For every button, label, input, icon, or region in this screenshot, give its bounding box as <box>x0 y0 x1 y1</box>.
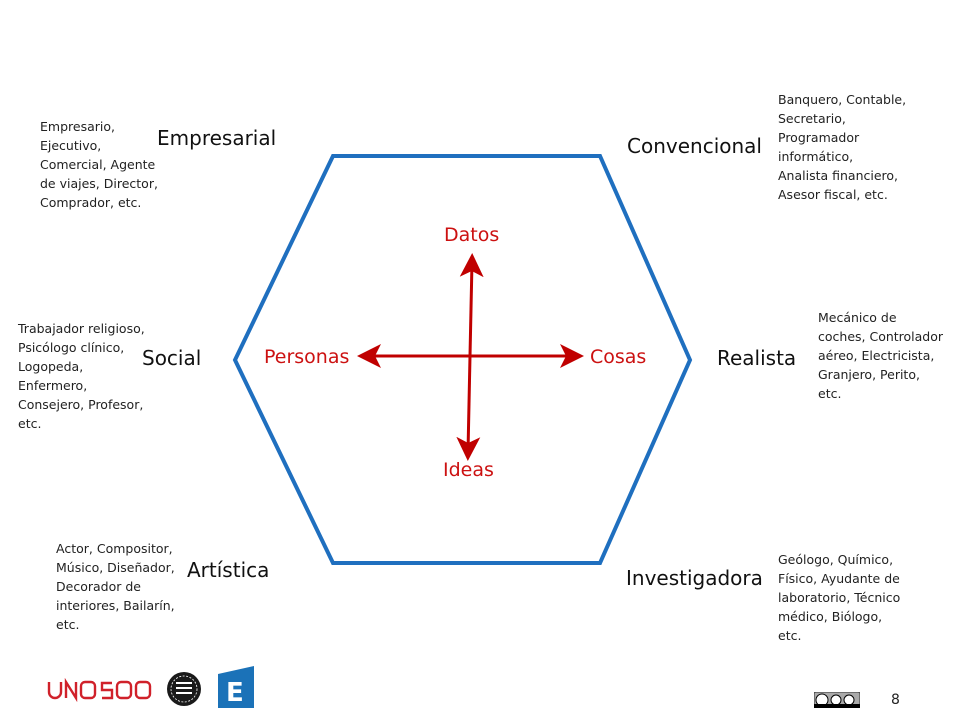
job-line: Programador <box>778 130 860 145</box>
job-line: Enfermero, <box>18 378 88 393</box>
job-line: Actor, Compositor, <box>56 541 173 556</box>
type-investigadora: Investigadora <box>626 566 763 590</box>
job-line: Logopeda, <box>18 359 84 374</box>
jobs-social: Trabajador religioso, Psicólogo clínico,… <box>18 319 145 433</box>
job-line: Comercial, Agente <box>40 157 156 172</box>
jobs-investigadora: Geólogo, Químico, Físico, Ayudante de la… <box>778 550 900 645</box>
jobs-artistica: Actor, Compositor, Músico, Diseñador, De… <box>56 539 175 634</box>
cc-license-icon <box>814 692 860 708</box>
arrow-up <box>459 253 484 357</box>
job-line: aéreo, Electricista, <box>818 348 935 363</box>
job-line: Banquero, Contable, <box>778 92 907 107</box>
job-line: Músico, Diseñador, <box>56 560 175 575</box>
job-line: Ejecutivo, <box>40 138 102 153</box>
type-social: Social <box>142 346 202 370</box>
job-line: Trabajador religioso, <box>18 321 145 336</box>
job-line: interiores, Bailarín, <box>56 598 175 613</box>
job-line: médico, Biólogo, <box>778 609 883 624</box>
job-line: Psicólogo clínico, <box>18 340 125 355</box>
job-line: Geólogo, Químico, <box>778 552 894 567</box>
job-line: informático, <box>778 149 854 164</box>
axis-cosas: Cosas <box>590 346 647 368</box>
job-line: laboratorio, Técnico <box>778 590 901 605</box>
job-line: Asesor fiscal, etc. <box>778 187 888 202</box>
arrow-down <box>456 355 481 461</box>
unosoo-logo <box>47 678 152 702</box>
job-line: Secretario, <box>778 111 846 126</box>
axis-ideas: Ideas <box>443 459 494 481</box>
job-line: Consejero, Profesor, <box>18 397 144 412</box>
page-number: 8 <box>891 692 900 708</box>
e-logo: E <box>218 666 254 708</box>
job-line: Analista financiero, <box>778 168 899 183</box>
type-empresarial: Empresarial <box>157 126 277 150</box>
jobs-realista: Mecánico de coches, Controlador aéreo, E… <box>818 308 943 403</box>
type-artistica: Artística <box>187 558 270 582</box>
jobs-empresarial: Empresario, Ejecutivo, Comercial, Agente… <box>40 117 158 212</box>
job-line: Decorador de <box>56 579 141 594</box>
job-line: etc. <box>818 386 842 401</box>
job-line: de viajes, Director, <box>40 176 158 191</box>
hexagon <box>232 154 693 565</box>
type-convencional: Convencional <box>627 134 762 158</box>
axis-personas: Personas <box>264 346 350 368</box>
axis-datos: Datos <box>444 224 500 246</box>
circular-seal-logo <box>167 672 201 706</box>
job-line: coches, Controlador <box>818 329 944 344</box>
job-line: etc. <box>56 617 80 632</box>
job-line: Físico, Ayudante de <box>778 571 900 586</box>
job-line: Mecánico de <box>818 310 897 325</box>
svg-text:E: E <box>226 678 244 708</box>
jobs-convencional: Banquero, Contable, Secretario, Programa… <box>778 90 906 204</box>
job-line: Empresario, <box>40 119 115 134</box>
job-line: Granjero, Perito, <box>818 367 920 382</box>
job-line: etc. <box>18 416 42 431</box>
job-line: etc. <box>778 628 802 643</box>
type-realista: Realista <box>717 346 797 370</box>
job-line: Comprador, etc. <box>40 195 142 210</box>
